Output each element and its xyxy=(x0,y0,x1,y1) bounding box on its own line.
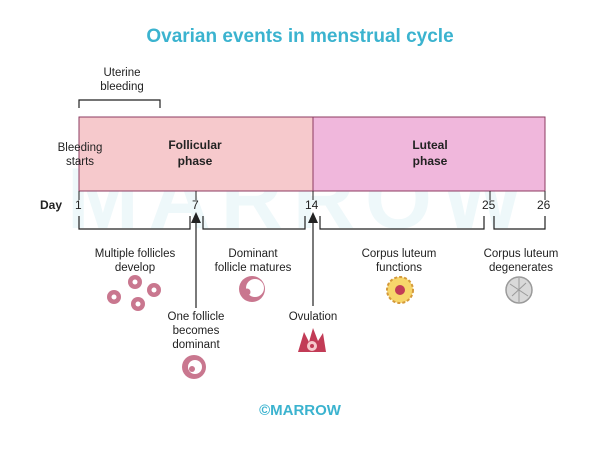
luteal-phase-box xyxy=(312,116,546,192)
footer-brand: ©MARROW xyxy=(259,402,341,419)
follicular-phase-box xyxy=(78,116,314,192)
corpus-luteum-functions-label: Corpus luteum functions xyxy=(361,248,437,274)
corpus-albicans-icon xyxy=(505,276,533,304)
day-14-label: 14 xyxy=(305,198,319,212)
corpus-luteum-degenerates-label: Corpus luteum degenerates xyxy=(483,248,559,274)
day-25-label: 25 xyxy=(482,198,496,212)
diagram-title: Ovarian events in menstrual cycle xyxy=(146,26,454,47)
one-follicle-dominant-label: One follicle becomes dominant xyxy=(167,311,225,351)
day-26-label: 26 xyxy=(537,198,551,212)
dominant-follicle-icon xyxy=(182,355,206,379)
multiple-follicles-label: Multiple follicles develop xyxy=(94,248,176,274)
luteal-phase-label: Luteal phase xyxy=(412,138,448,168)
day-axis-label: Day xyxy=(40,198,63,212)
ovulation-icon xyxy=(298,328,326,352)
uterine-bleeding-label: Uterine bleeding xyxy=(100,67,144,93)
ovulation-label: Ovulation xyxy=(288,311,338,323)
dominant-follicle-matures-label: Dominant follicle matures xyxy=(214,248,292,274)
days-7-14-bracket xyxy=(202,216,306,230)
day-7-arrow-head xyxy=(191,212,201,223)
mature-follicle-icon xyxy=(239,276,265,302)
days-1-7-bracket xyxy=(78,216,191,230)
bleeding-starts-label: Bleeding starts xyxy=(57,142,103,168)
follicular-phase-label: Follicular phase xyxy=(168,138,222,168)
day-1-label: 1 xyxy=(75,198,82,212)
days-14-25-bracket xyxy=(319,216,485,230)
corpus-luteum-icon xyxy=(386,276,414,304)
ovulation-arrow-head xyxy=(308,212,318,223)
multiple-follicles-icon xyxy=(107,275,161,311)
uterine-bleeding-bracket xyxy=(78,99,161,108)
day-7-label: 7 xyxy=(192,198,199,212)
days-25-26-bracket xyxy=(493,216,546,230)
